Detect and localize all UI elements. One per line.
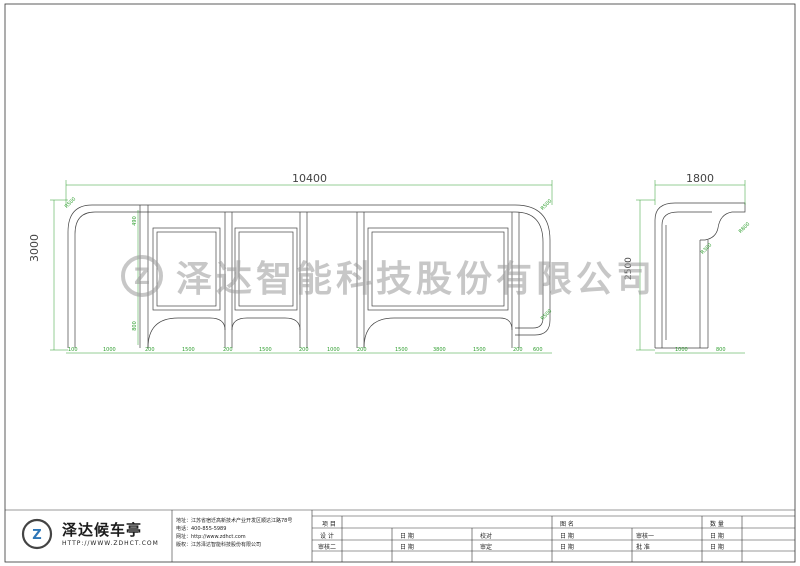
contact-info: 地址：江苏省宿迁高新技术产业开发区顺达江路78号 电话：400-855-5989… <box>176 517 316 549</box>
label-design: 设 计 <box>320 533 334 540</box>
dim-800: 800 <box>131 321 138 331</box>
bottom-dim: 3800 <box>433 347 446 353</box>
bottom-dim: 1000 <box>103 347 116 353</box>
contact-copyright: 版权：江苏泽达智能科技股份有限公司 <box>176 542 262 548</box>
bottom-dim: 200 <box>513 347 523 353</box>
title-block-grid <box>5 509 795 562</box>
bottom-dim: 1500 <box>182 347 195 353</box>
bottom-dim: 100 <box>68 347 78 353</box>
sheet-border <box>4 3 796 563</box>
label-drawing-name: 图 名 <box>560 521 574 528</box>
svg-text:Z: Z <box>134 265 150 290</box>
front-dimensions <box>50 180 553 354</box>
label-date: 日 期 <box>560 544 574 551</box>
label-quantity: 数 量 <box>710 521 724 528</box>
label-date: 日 期 <box>400 533 414 540</box>
label-ratify: 批 准 <box>636 544 650 551</box>
watermark-text: 泽达智能科技股份有限公司 <box>176 259 657 300</box>
bottom-dim: 200 <box>145 347 155 353</box>
label-approve: 审定 <box>480 544 493 551</box>
label-proofread: 校对 <box>480 533 493 540</box>
bottom-dim: 600 <box>533 347 543 353</box>
side-dim-1000: 1000 <box>675 347 688 353</box>
zd-logo-icon: Z <box>21 518 53 550</box>
watermark-logo-icon: Z <box>121 255 163 297</box>
brand-url: HTTP://WWW.ZDHCT.COM <box>62 540 159 547</box>
bottom-dim: 1500 <box>473 347 486 353</box>
side-dim-800: 800 <box>716 347 726 353</box>
bottom-dim: 1500 <box>259 347 272 353</box>
label-date: 日 期 <box>400 544 414 551</box>
dim-side-width: 1800 <box>686 172 714 185</box>
bottom-dim: 1500 <box>395 347 408 353</box>
bottom-dim: 200 <box>357 347 367 353</box>
side-elevation <box>654 202 746 349</box>
label-date: 日 期 <box>710 544 724 551</box>
bottom-dim: 200 <box>299 347 309 353</box>
contact-phone: 电话：400-855-5989 <box>176 526 227 532</box>
label-project: 项 目 <box>322 521 336 528</box>
bottom-dimension-row: 100 1000 200 1500 200 1500 200 1000 200 … <box>67 347 552 357</box>
dim-overall-width: 10400 <box>292 172 327 185</box>
svg-text:Z: Z <box>32 528 41 543</box>
company-watermark: Z 泽达智能科技股份有限公司 <box>120 250 656 302</box>
dim-height: 3000 <box>28 234 41 262</box>
label-review2: 审核二 <box>318 544 337 551</box>
bottom-dim: 200 <box>223 347 233 353</box>
brand-name: 泽达候车亭 <box>62 521 143 539</box>
side-dimensions <box>636 180 746 354</box>
bottom-dim: 1000 <box>327 347 340 353</box>
label-review1: 审核一 <box>636 533 655 540</box>
front-elevation <box>67 204 551 349</box>
contact-address: 地址：江苏省宿迁高新技术产业开发区顺达江路78号 <box>176 518 293 524</box>
label-date: 日 期 <box>710 533 724 540</box>
dim-490: 490 <box>131 216 138 226</box>
label-date: 日 期 <box>560 533 574 540</box>
contact-website: 网址：http://www.zdhct.com <box>176 534 246 540</box>
